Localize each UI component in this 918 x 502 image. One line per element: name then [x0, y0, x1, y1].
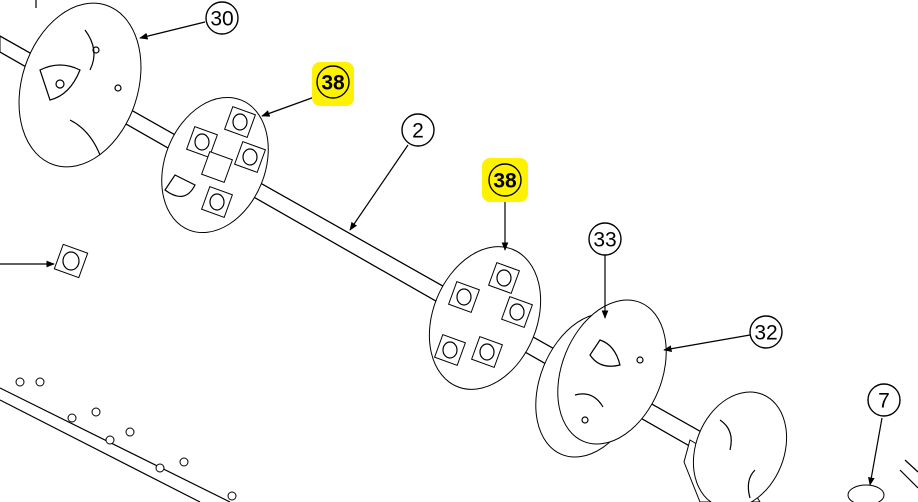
part-7 [847, 417, 918, 502]
callout-7: 7 [867, 383, 901, 417]
callout-2-label: 2 [412, 120, 424, 143]
callout-38-lower: 38 [482, 158, 528, 202]
callout-33-label: 33 [593, 229, 616, 252]
frame-rail [0, 377, 237, 502]
hub-assembly-38-lower [428, 246, 542, 390]
callout-32-label: 32 [754, 322, 777, 345]
callout-38-upper-label: 38 [321, 72, 345, 95]
leader-lines [35, 0, 751, 353]
callout-30: 30 [205, 1, 239, 35]
callout-33: 33 [588, 222, 622, 256]
callout-32: 32 [749, 315, 783, 349]
callout-38-lower-label: 38 [493, 170, 517, 193]
disc-32 [557, 299, 667, 445]
hub-assembly-38-upper [161, 96, 269, 234]
callout-38-upper: 38 [312, 62, 354, 106]
callout-30-label: 30 [210, 8, 233, 31]
callout-2: 2 [401, 113, 435, 147]
flange [692, 391, 788, 502]
disc-30 [18, 2, 142, 168]
callout-7-label: 7 [878, 390, 890, 413]
loose-hub [0, 243, 89, 279]
